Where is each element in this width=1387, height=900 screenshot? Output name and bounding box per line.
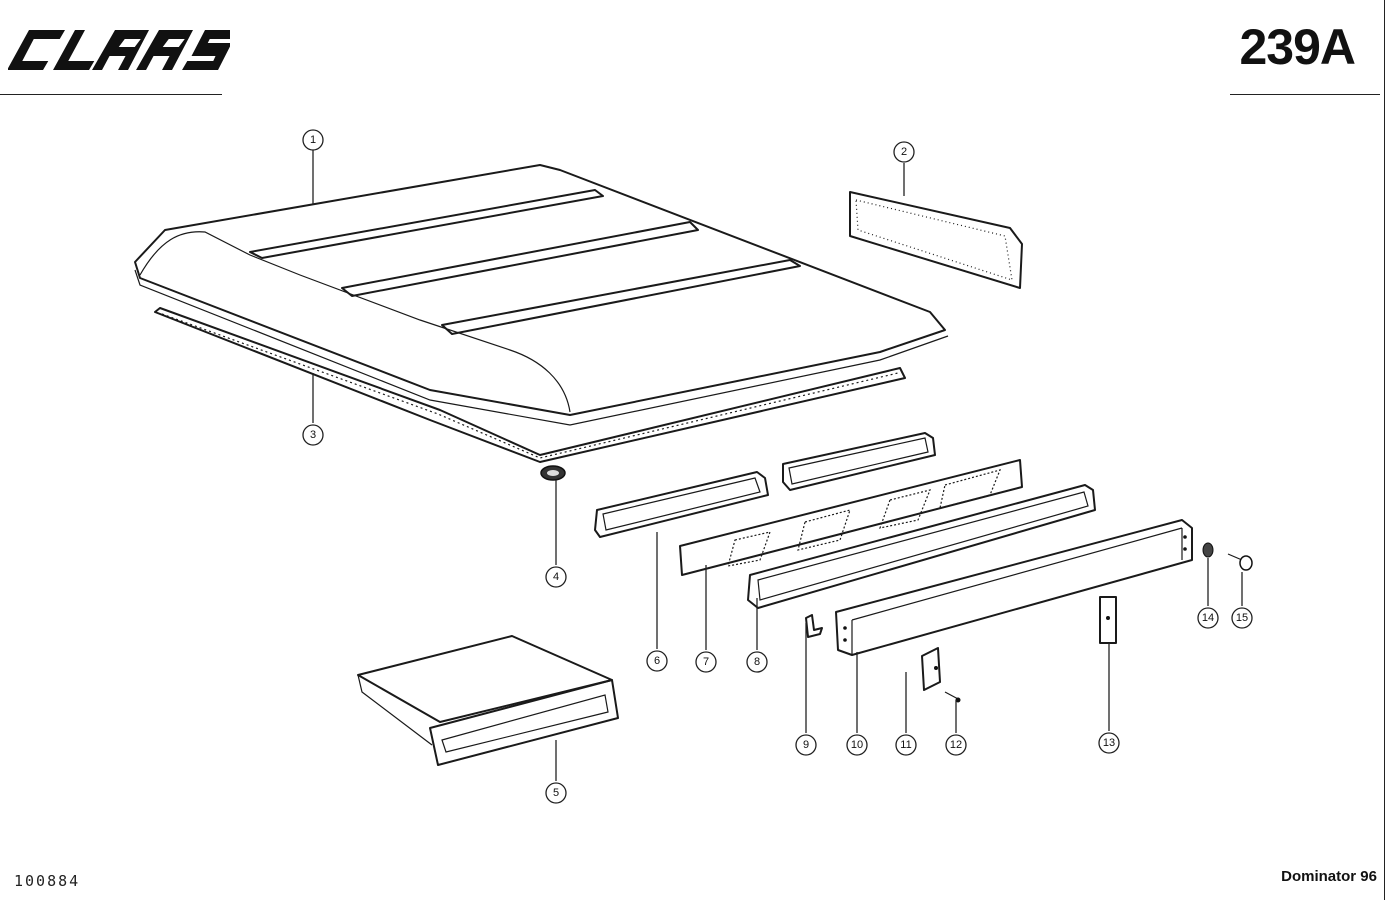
mesh-screen-part xyxy=(679,459,1023,576)
seal-strip-part xyxy=(154,307,906,463)
callout-4: 4 xyxy=(545,566,567,588)
screw-part xyxy=(944,691,961,703)
bolt-part xyxy=(1227,553,1253,571)
callout-4-label: 4 xyxy=(553,571,559,583)
document-id: 100884 xyxy=(14,872,81,890)
side-panel-part xyxy=(849,191,1023,289)
callout-1-label: 1 xyxy=(310,134,316,146)
callout-5: 5 xyxy=(545,782,567,804)
nut-part xyxy=(1202,542,1214,558)
callout-13: 13 xyxy=(1098,732,1120,754)
header-rule-left xyxy=(0,94,222,95)
callout-9: 9 xyxy=(795,734,817,756)
callout-6-label: 6 xyxy=(654,655,660,667)
frame-rail-part xyxy=(835,519,1193,656)
callout-12-label: 12 xyxy=(950,739,962,751)
callout-13-label: 13 xyxy=(1103,737,1115,749)
callout-7: 7 xyxy=(695,651,717,673)
grommet-part xyxy=(540,465,566,481)
leader-lines xyxy=(312,150,1243,781)
callout-2-label: 2 xyxy=(901,146,907,158)
model-label: Dominator 96 xyxy=(1281,868,1377,885)
upper-frame-seal-part xyxy=(782,432,936,491)
callout-11: 11 xyxy=(895,734,917,756)
gasket-part xyxy=(747,484,1096,609)
callout-9-label: 9 xyxy=(803,739,809,751)
callout-15-label: 15 xyxy=(1236,612,1248,624)
callout-8-label: 8 xyxy=(754,656,760,668)
callout-3: 3 xyxy=(302,424,324,446)
callout-11-label: 11 xyxy=(900,739,911,751)
callout-7-label: 7 xyxy=(703,656,709,668)
claas-logo xyxy=(8,30,230,70)
callout-3-label: 3 xyxy=(310,429,316,441)
callout-6: 6 xyxy=(646,650,668,672)
callout-14: 14 xyxy=(1197,607,1219,629)
strip-plate-part xyxy=(1099,596,1117,644)
roof-cover-part xyxy=(134,164,949,426)
callout-10-label: 10 xyxy=(851,739,863,751)
header-rule-right xyxy=(1230,94,1380,95)
callout-12: 12 xyxy=(945,734,967,756)
air-duct-part xyxy=(357,635,619,766)
callout-5-label: 5 xyxy=(553,787,559,799)
right-border xyxy=(1384,0,1385,900)
plate-part xyxy=(921,647,941,691)
callout-1: 1 xyxy=(302,129,324,151)
bracket-part xyxy=(805,614,823,638)
frame-seal-part xyxy=(594,471,769,538)
callout-8: 8 xyxy=(746,651,768,673)
callout-10: 10 xyxy=(846,734,868,756)
callout-15: 15 xyxy=(1231,607,1253,629)
callout-14-label: 14 xyxy=(1202,612,1214,624)
page-number: 239A xyxy=(1239,19,1356,75)
callout-2: 2 xyxy=(893,141,915,163)
